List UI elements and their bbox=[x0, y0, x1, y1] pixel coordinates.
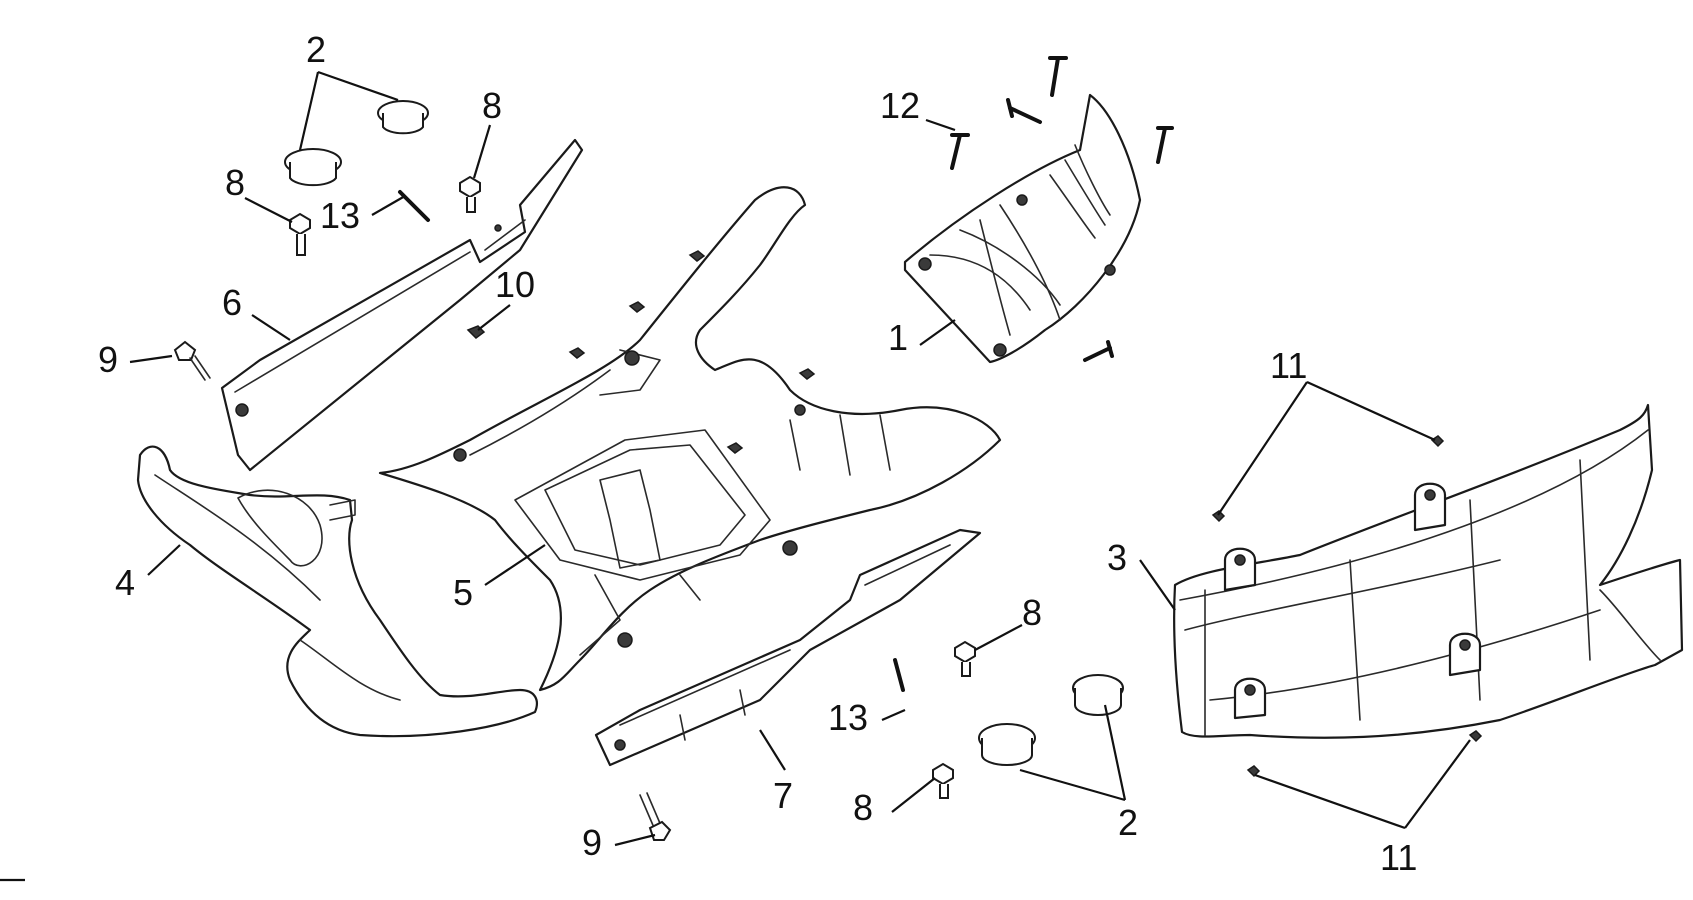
callout-12: 12 bbox=[880, 85, 920, 126]
screw-12-group bbox=[950, 56, 1174, 362]
callout-10: 10 bbox=[495, 264, 535, 305]
callout-3: 3 bbox=[1107, 537, 1127, 578]
callout-8b: 8 bbox=[482, 85, 502, 126]
callout-8a: 8 bbox=[225, 162, 245, 203]
bolt-9-bottom bbox=[639, 792, 672, 841]
callout-8d: 8 bbox=[853, 787, 873, 828]
callout-8c: 8 bbox=[1022, 592, 1042, 633]
part-1-front-cover bbox=[903, 93, 1142, 364]
callout-1: 1 bbox=[888, 317, 908, 358]
callout-7: 7 bbox=[773, 775, 793, 816]
bolt-9-left bbox=[173, 340, 211, 381]
callout-5: 5 bbox=[453, 572, 473, 613]
callout-9b: 9 bbox=[582, 822, 602, 863]
callout-9a: 9 bbox=[98, 339, 118, 380]
callout-13b: 13 bbox=[828, 697, 868, 738]
fastener-8-top-group bbox=[289, 175, 481, 256]
part-5-floor-board bbox=[378, 186, 1002, 692]
part-7-lower-strip bbox=[594, 528, 982, 767]
callout-11a: 11 bbox=[1270, 345, 1307, 386]
callout-6: 6 bbox=[222, 282, 242, 323]
clip-11-group bbox=[1211, 435, 1483, 778]
callout-2a: 2 bbox=[306, 29, 326, 70]
screw-13-bottom bbox=[893, 658, 905, 692]
fastener-8-bottom-group bbox=[932, 640, 976, 799]
part-4-front-lower-panel bbox=[136, 445, 538, 738]
cap-2-top-group bbox=[284, 100, 429, 187]
callout-13a: 13 bbox=[320, 195, 360, 236]
part-3-rear-side-cover bbox=[1173, 403, 1684, 739]
leader-lines bbox=[129, 70, 1471, 847]
clip-group-floor bbox=[568, 250, 816, 454]
callout-4: 4 bbox=[115, 562, 135, 603]
cap-2-bottom-group bbox=[978, 674, 1124, 766]
callout-11b: 11 bbox=[1380, 837, 1417, 878]
part-6-side-strip bbox=[220, 138, 584, 472]
callout-labels: 1 2 2 3 4 5 6 7 8 8 8 8 9 9 10 11 11 12 … bbox=[98, 29, 1417, 878]
callout-2b: 2 bbox=[1118, 802, 1138, 843]
